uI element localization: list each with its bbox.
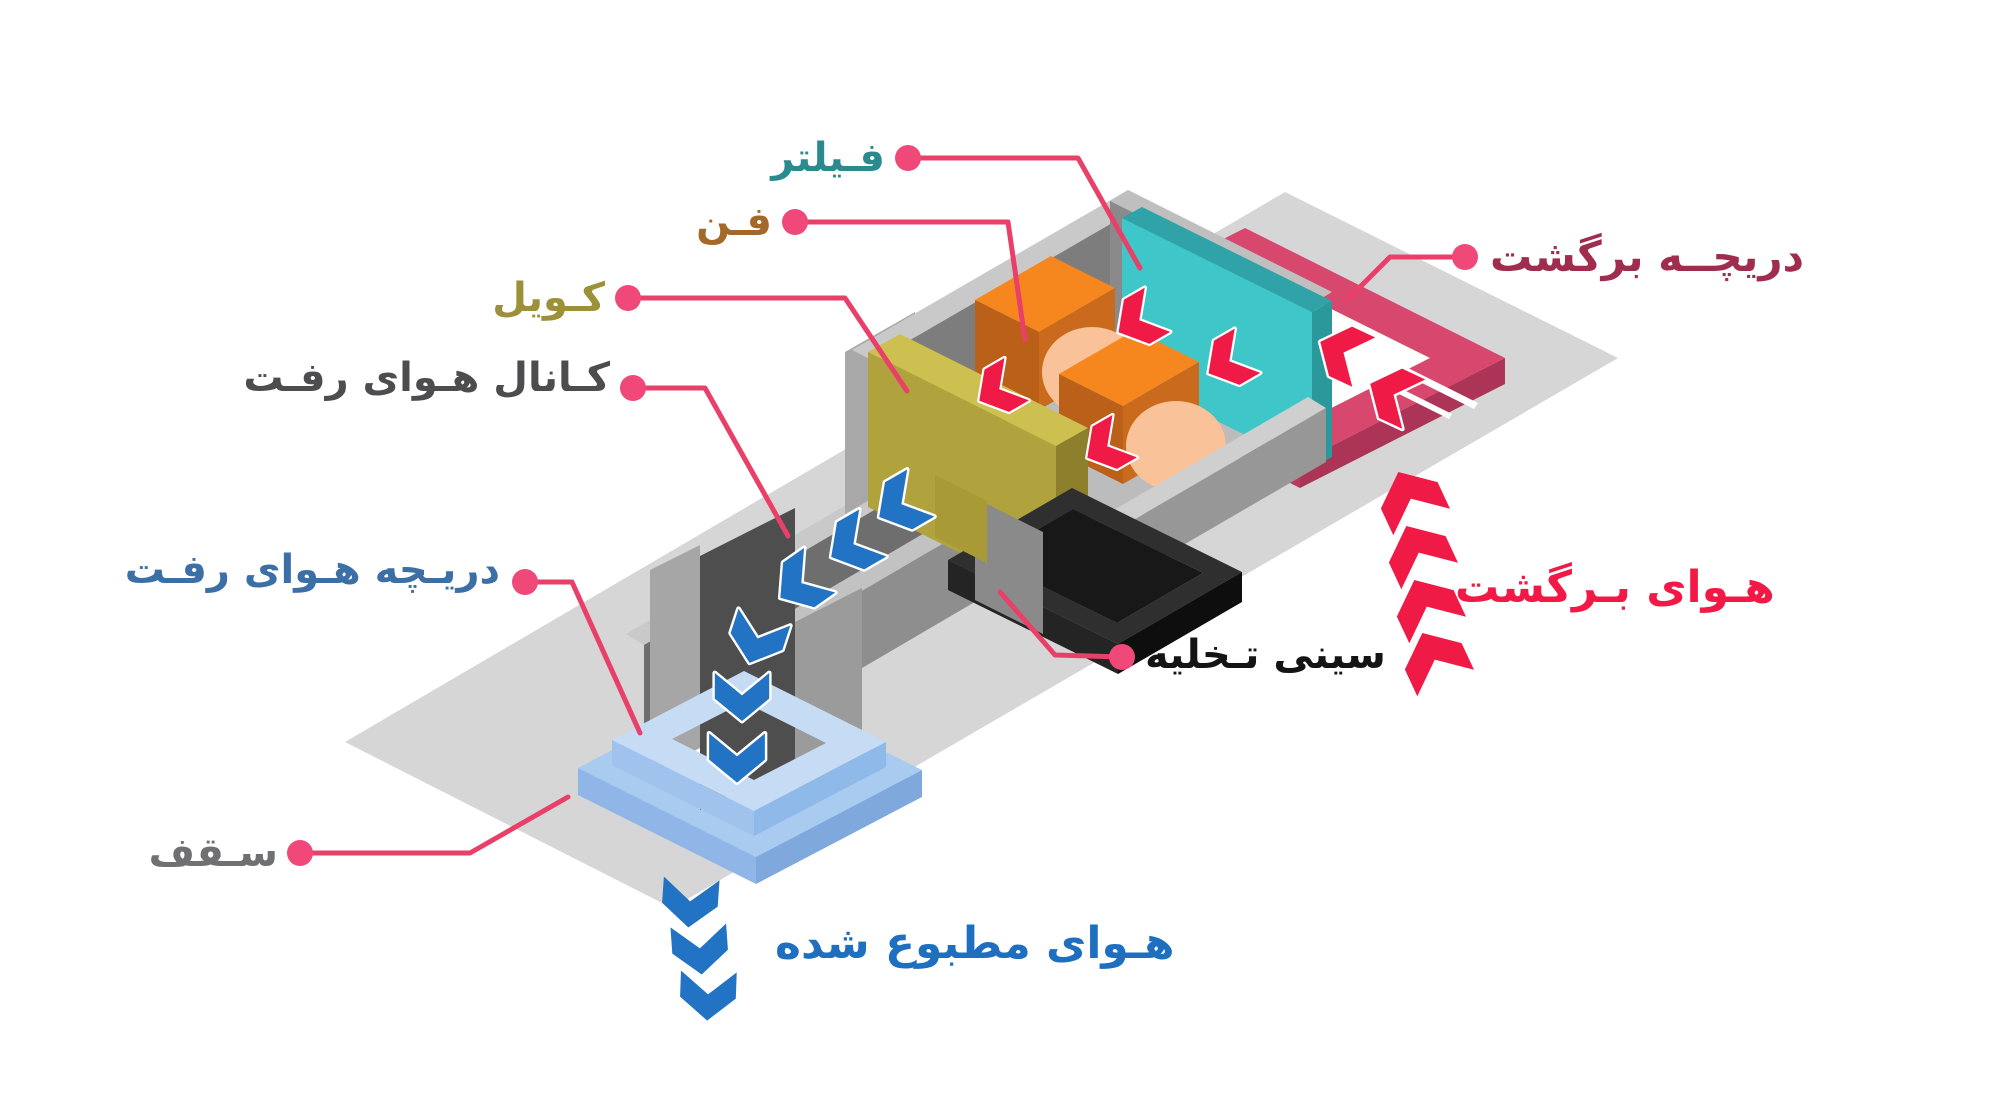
leader-dot	[620, 375, 646, 401]
label-drain-pan: سینی تـخلیه	[1145, 632, 1386, 678]
leader-drain-pan	[997, 589, 1125, 660]
leader-ceiling	[297, 794, 571, 856]
supply-grille-ring-face-south	[612, 740, 754, 836]
supply-grille-ring-face-east	[754, 742, 886, 836]
drain-pan-face-east	[1118, 572, 1242, 674]
leader-return-grille	[1344, 254, 1468, 303]
leader-dot	[287, 840, 313, 866]
leader-lines	[297, 155, 1468, 856]
leader-dot	[1452, 244, 1478, 270]
leader-dot	[782, 209, 808, 235]
leader-dots	[287, 145, 1478, 866]
leader-dot	[512, 569, 538, 595]
leader-supply-duct	[630, 385, 791, 539]
label-fan: فـن	[696, 199, 772, 245]
label-supply-grille: دریـچه هـوای رفـت	[124, 547, 500, 593]
leader-supply-grille	[522, 579, 643, 736]
leader-coil	[625, 295, 910, 394]
leader-fan	[792, 219, 1028, 343]
supply-grille	[612, 671, 886, 836]
label-coil: کـویل	[492, 275, 605, 321]
coil-drop-section	[935, 475, 987, 563]
leader-dot	[895, 145, 921, 171]
leader-filter	[905, 155, 1143, 271]
label-return-air: هـوای بـرگشت	[1455, 562, 1775, 613]
unit-back-wall-rim	[852, 190, 1150, 361]
label-filter: فـیلتر	[771, 135, 885, 181]
label-ceiling: سـقف	[148, 830, 278, 876]
condensate-drop-column	[975, 498, 1043, 634]
label-supply-duct: کـانال هـوای رفـت	[243, 355, 610, 401]
supply-grille-ring-top	[612, 671, 886, 811]
coil-top-face	[868, 334, 1088, 446]
label-conditioned-air: هـوای مطبوع شده	[775, 918, 1175, 969]
filter-top-edge	[1122, 207, 1332, 312]
label-return-grille: دریچــه برگشت	[1490, 232, 1805, 281]
leader-dot	[615, 285, 641, 311]
leader-dot	[1109, 644, 1135, 670]
